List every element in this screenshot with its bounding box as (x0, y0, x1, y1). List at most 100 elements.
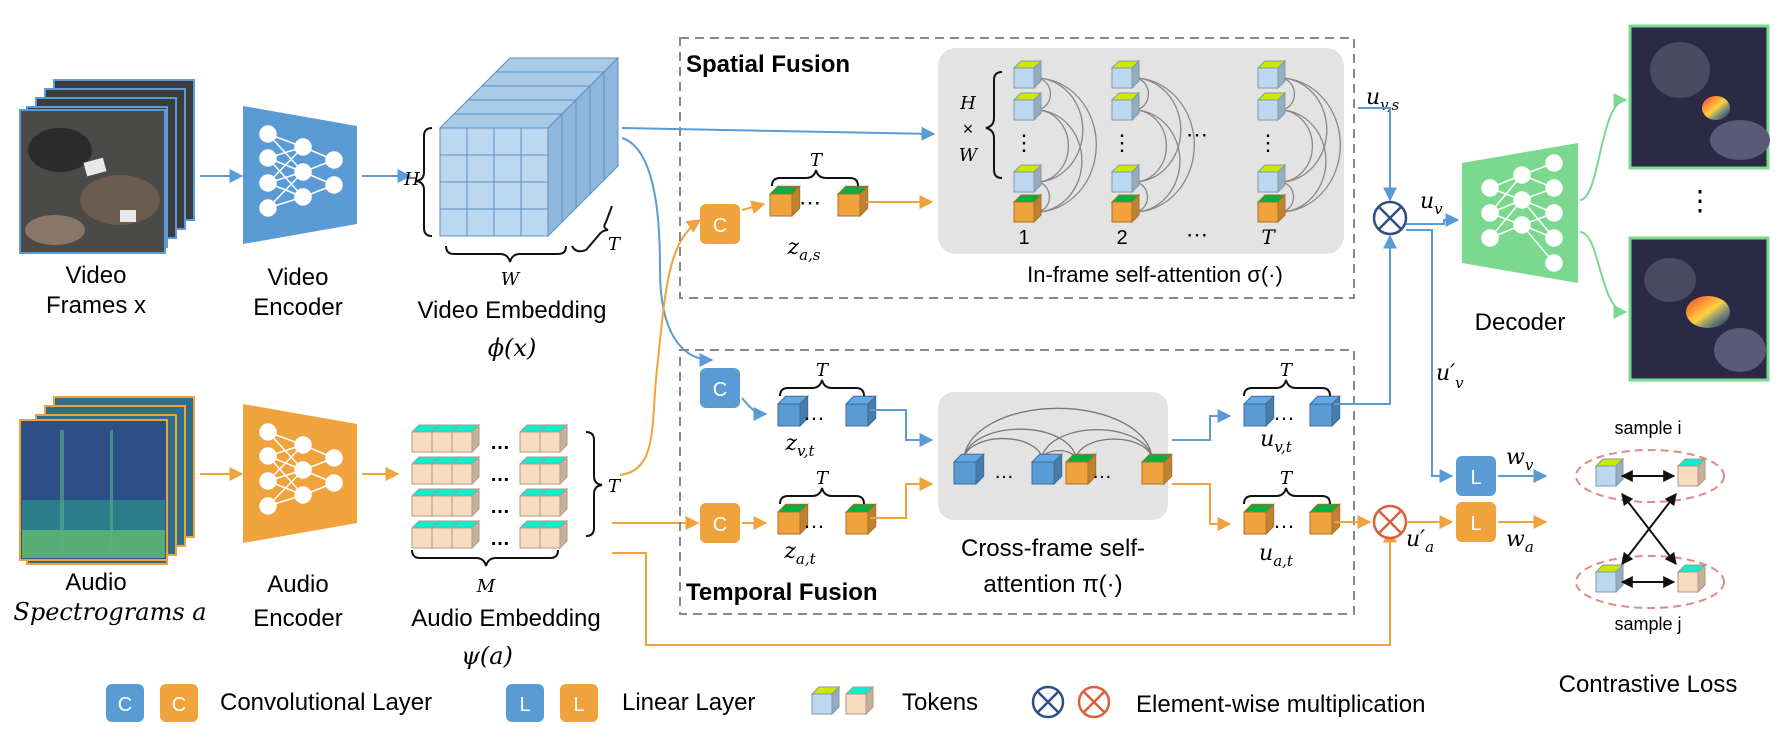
in-frame-video-token (1110, 91, 1141, 122)
temporal-fusion-title: Temporal Fusion (686, 579, 878, 606)
z-v-t-label: zv,t (784, 431, 815, 460)
arrow-u-v-s-to-mult (1358, 107, 1397, 202)
u-v-t-t-label: T (1280, 360, 1294, 381)
audio-embedding-token (538, 455, 569, 486)
in-frame-arc (1279, 77, 1328, 183)
temporal-video-conv-layer[interactable]: C (700, 368, 740, 408)
brace-spatial-hw (985, 71, 1003, 179)
brace-z-a-s (771, 169, 859, 187)
audio-spectrograms-label-2: Spectrograms a (13, 598, 206, 626)
in-frame-arc (1279, 109, 1313, 183)
video-embedding-symbol: ϕ(x) (488, 334, 537, 362)
cross-frame-token (1030, 453, 1063, 486)
frame-label-1: 1 (1018, 227, 1029, 249)
audio-embedding-row: … (410, 455, 569, 486)
spatial-conv-layer[interactable]: C (700, 204, 740, 244)
z-a-s-t-label: T (810, 150, 824, 171)
video-encoder-network-icon (259, 125, 343, 217)
video-embedding-t-label: T (608, 234, 622, 255)
temporal-audio-conv-layer[interactable]: C (700, 503, 740, 543)
u-a-t-token (1242, 503, 1275, 536)
u-a-t-label: ua,t (1259, 541, 1294, 570)
arrow-u-v-to-decoder (1406, 213, 1460, 227)
audio-encoder-label: Audio (267, 571, 328, 598)
z-a-t-token (776, 503, 809, 536)
legend-token-icons (810, 685, 875, 716)
legend-mult-label: Element-wise multiplication (1136, 691, 1425, 718)
temporal-fusion-box (679, 349, 1355, 615)
arrow-audio-skip-to-mult (612, 528, 1397, 646)
audio-embedding-token (538, 487, 569, 518)
cross-frame-arc (963, 428, 1077, 461)
legend-linear-label: Linear Layer (622, 689, 755, 716)
contrastive-tokens (1594, 457, 1707, 594)
spatial-times-label: × (963, 119, 974, 139)
in-frame-video-token (1110, 163, 1141, 194)
brace-z-v-t (779, 379, 865, 397)
heatmap-vertical-ellipsis: ⋮ (1686, 185, 1714, 216)
legend-conv-orange-glyph: C (172, 694, 186, 716)
spatial-fusion-box (679, 37, 1355, 299)
in-frame-column: ⋮ (1012, 59, 1097, 224)
arrow-z-v-t-to-attention (870, 409, 934, 447)
legend-linear-blue-icon: L (506, 684, 544, 722)
audio-embedding-token (450, 519, 481, 550)
audio-embedding-row: … (410, 487, 569, 518)
cross-frame-attention-label: Cross-frame self- (961, 535, 1145, 562)
cross-video-ellipsis: … (994, 461, 1014, 483)
audio-embedding-token (538, 519, 569, 550)
brace-h (415, 127, 433, 237)
brace-t (571, 205, 613, 253)
z-a-t-ellipsis: … (803, 508, 825, 533)
cross-frame-arc (1075, 438, 1153, 461)
contrastive-loss-label: Contrastive Loss (1559, 671, 1738, 698)
z-a-s-token (836, 185, 869, 218)
in-frame-audio-token (1256, 193, 1287, 224)
video-frames-stack (19, 79, 195, 254)
spatial-w-label: W (959, 145, 979, 166)
spatial-columns-ellipsis: ⋯ (1186, 122, 1208, 147)
video-frames-label: Video (66, 262, 127, 289)
audio-embedding-token (450, 423, 481, 454)
z-a-t-tokens (776, 503, 877, 536)
arrow-attention-to-u-a-t (1172, 483, 1232, 531)
z-v-t-ellipsis: … (803, 400, 825, 425)
video-multiply-icon (1372, 200, 1408, 236)
u-v-t-token (1242, 395, 1275, 428)
u-a-t-ellipsis: … (1273, 508, 1295, 533)
audio-linear-layer[interactable]: L (1456, 502, 1496, 542)
arrow-temporal-video-conv-to-tokens (741, 397, 768, 421)
audio-encoder-label-2: Encoder (253, 605, 342, 632)
spatial-h-label: H (959, 93, 976, 114)
video-embedding-label: Video Embedding (417, 297, 606, 324)
in-frame-arc (1035, 77, 1052, 111)
in-frame-arc (1035, 109, 1083, 213)
in-frame-attention-label: In-frame self-attention σ(·) (1027, 262, 1283, 287)
audio-embedding-token (450, 455, 481, 486)
legend: C C Convolutional Layer L L Linear Layer… (106, 684, 1425, 722)
video-linear-glyph: L (1470, 467, 1481, 489)
z-v-t-token (844, 395, 877, 428)
frame-label-T: T (1261, 225, 1276, 249)
in-frame-arc (1133, 109, 1181, 213)
legend-multiply-blue-icon (1031, 685, 1065, 719)
in-frame-arc (1035, 77, 1084, 183)
video-linear-layer[interactable]: L (1456, 456, 1496, 496)
arrow-video-to-spatial (621, 126, 936, 141)
decoder-network-icon (1481, 154, 1563, 272)
decoder-block (1462, 143, 1578, 283)
cross-audio-ellipsis: … (1092, 461, 1112, 483)
audio-spectrograms-label: Audio (65, 569, 126, 596)
audio-row-ellipsis: … (490, 496, 510, 518)
w-a-label: wa (1506, 527, 1534, 556)
frame-label-2: 2 (1116, 227, 1127, 249)
decoder-label: Decoder (1475, 309, 1566, 336)
brace-u-v-t (1243, 379, 1331, 397)
legend-linear-orange-icon: L (560, 684, 598, 722)
in-frame-video-token (1256, 91, 1287, 122)
legend-video-token-icon (810, 685, 841, 716)
video-encoder-label: Video (268, 264, 329, 291)
in-frame-column: ⋮ (1256, 59, 1341, 224)
video-embedding-w-label: W (501, 269, 521, 290)
in-frame-vertical-ellipsis: ⋮ (1257, 130, 1279, 155)
